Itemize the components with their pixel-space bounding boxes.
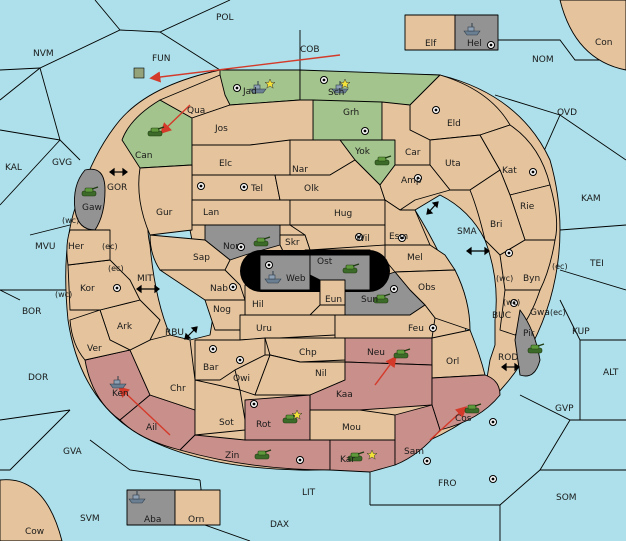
province-elf[interactable]: [404, 14, 456, 51]
province-grh[interactable]: [312, 99, 383, 141]
province-kar[interactable]: [329, 439, 396, 473]
province-gaw[interactable]: [74, 168, 106, 231]
province-hug[interactable]: [289, 199, 386, 226]
province-pir[interactable]: [514, 309, 541, 377]
province-ver[interactable]: [69, 309, 131, 361]
units: [81, 22, 545, 504]
supply-centers: [113, 41, 537, 483]
province-amp[interactable]: [379, 164, 451, 211]
province-qua[interactable]: [159, 74, 231, 119]
province-neu[interactable]: [344, 337, 433, 366]
army-fun[interactable]: [133, 67, 145, 79]
province-bri[interactable]: [469, 169, 526, 256]
province-eun-center[interactable]: [319, 279, 346, 306]
strait-arrows: [109, 167, 520, 372]
province-sap[interactable]: [149, 234, 231, 271]
province-chp[interactable]: [264, 337, 346, 363]
province-cos[interactable]: [431, 374, 501, 431]
province-elc[interactable]: [191, 139, 291, 176]
province-orn[interactable]: [174, 489, 221, 526]
province-mou[interactable]: [309, 409, 396, 441]
province-gur[interactable]: [138, 164, 193, 236]
move-arrows: [117, 54, 468, 441]
province-lan[interactable]: [191, 199, 291, 226]
province-wil[interactable]: [289, 224, 386, 251]
province-chr[interactable]: [129, 334, 196, 411]
province-her[interactable]: [66, 229, 111, 266]
province-web-center[interactable]: [259, 254, 311, 291]
province-nab[interactable]: [159, 269, 246, 301]
province-tel[interactable]: [191, 174, 281, 201]
